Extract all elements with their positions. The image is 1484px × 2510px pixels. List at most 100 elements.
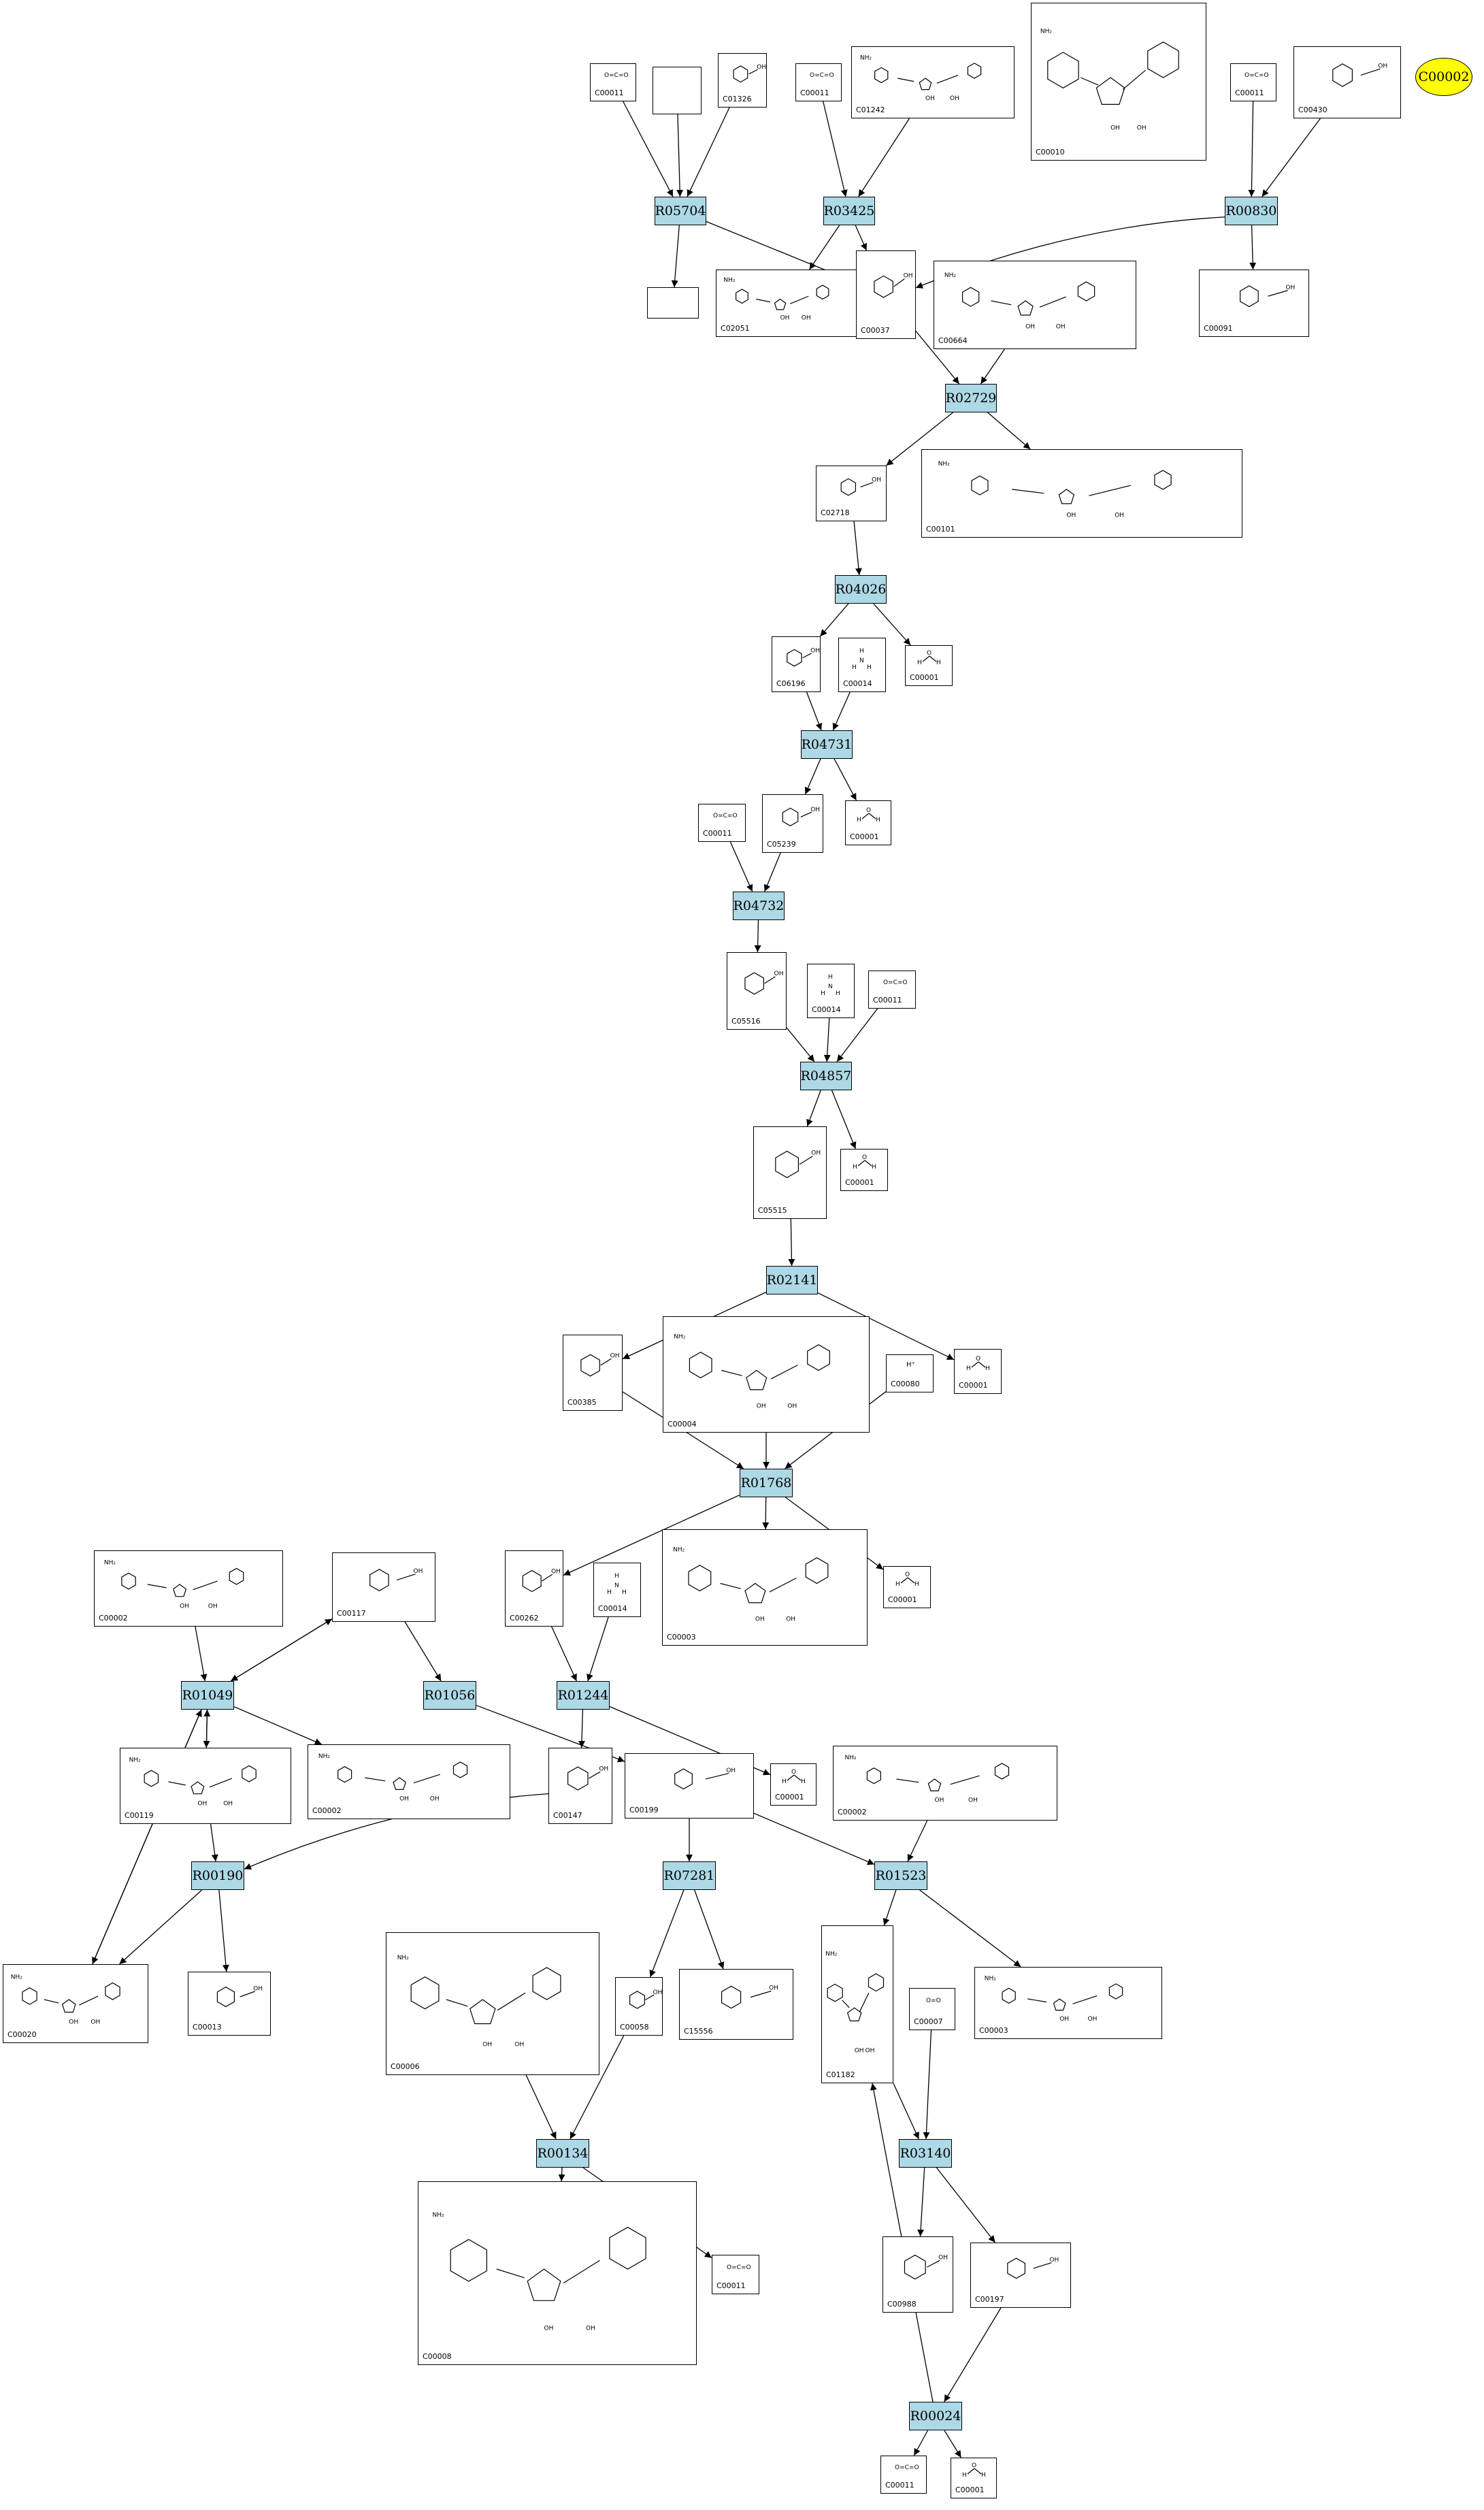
reaction-r04026[interactable]: R04026 [835,575,887,604]
svg-text:OH: OH [810,806,820,813]
svg-text:NH₂: NH₂ [845,1755,857,1761]
svg-text:NH₂: NH₂ [397,1955,410,1961]
reaction-r00190[interactable]: R00190 [191,1861,244,1890]
svg-text:O: O [866,807,871,814]
svg-text:OH: OH [1088,2016,1098,2023]
reaction-r01523[interactable]: R01523 [874,1861,927,1890]
edge-arrow [404,1621,442,1682]
compound-id-label: C00080 [891,1380,920,1388]
compound-id-label: C00002 [838,1808,867,1816]
reaction-r01768[interactable]: R01768 [740,1469,793,1497]
reaction-r00830[interactable]: R00830 [1225,197,1278,225]
svg-text:NH₂: NH₂ [825,1951,838,1958]
compound-id-label: C00058 [620,2023,649,2032]
compound-id-label: C00004 [667,1420,697,1429]
reaction-r01056[interactable]: R01056 [423,1681,476,1710]
compound-id-label: C00117 [337,1609,366,1618]
compound-id-label: C00011 [716,2281,746,2290]
reaction-r02729[interactable]: R02729 [945,384,997,412]
compound-blank-a[interactable] [653,67,702,114]
reaction-r01049[interactable]: R01049 [181,1681,234,1710]
reaction-r04731[interactable]: R04731 [801,730,853,759]
svg-text:OH: OH [755,1616,765,1623]
reaction-r04732[interactable]: R04732 [733,892,785,920]
svg-text:OH: OH [69,2019,78,2026]
reaction-r02141[interactable]: R02141 [766,1266,818,1294]
reaction-r00134[interactable]: R00134 [536,2139,589,2168]
molecule-structure-icon: OH [1007,2257,1059,2279]
target-compound-ellipse[interactable]: C00002 [1415,58,1472,96]
edge-arrow [578,1709,585,1748]
svg-text:NH₂: NH₂ [433,2212,445,2219]
reaction-r04857[interactable]: R04857 [800,1062,852,1090]
svg-text:O: O [791,1769,796,1776]
svg-text:OH: OH [1025,324,1035,331]
reaction-r03140[interactable]: R03140 [899,2139,952,2168]
reaction-r07281[interactable]: R07281 [663,1861,716,1890]
edge-arrow [944,2307,1002,2402]
compound-blank-b[interactable] [647,287,699,319]
reaction-r01244[interactable]: R01244 [557,1681,610,1710]
reaction-r00024[interactable]: R00024 [909,2402,962,2430]
compound-c00080[interactable]: H⁺C00080 [886,1354,934,1392]
reaction-r05704[interactable]: R05704 [655,197,706,225]
reaction-r03425[interactable]: R03425 [823,197,875,225]
